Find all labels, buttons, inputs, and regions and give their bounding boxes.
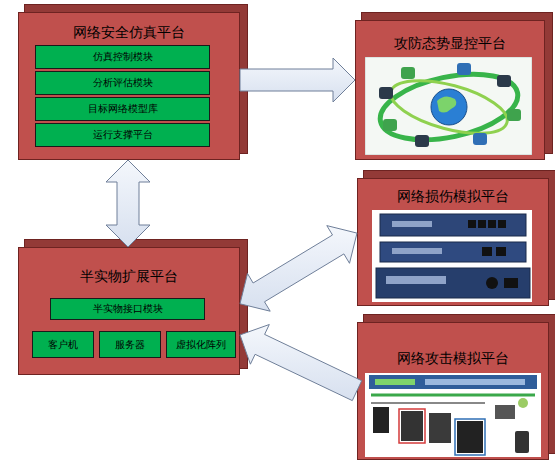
situation-display-illustration <box>365 57 532 155</box>
module-label: 目标网络模型库 <box>88 103 158 115</box>
module-label: 服务器 <box>115 339 145 351</box>
platform-box: 半实物扩展平台半实物接口模块客户机 服务器 虚拟化阵列 <box>18 247 240 375</box>
block-arrow <box>106 160 150 247</box>
platform-title: 攻防态势显控平台 <box>356 35 544 51</box>
module-label: 客户机 <box>48 339 78 351</box>
attack-network-illustration <box>365 373 541 457</box>
module-box: 虚拟化阵列 <box>166 331 236 358</box>
module-box: 半实物接口模块 <box>50 298 205 320</box>
module-box: 运行支撑平台 <box>35 123 210 147</box>
module-label: 运行支撑平台 <box>93 129 153 141</box>
platform-title: 半实物扩展平台 <box>19 268 239 284</box>
module-box: 客户机 <box>32 331 94 358</box>
module-box: 目标网络模型库 <box>35 97 210 121</box>
platform-title: 网络攻击模拟平台 <box>358 350 548 366</box>
damage-device-illustration <box>372 210 532 302</box>
module-label: 仿真控制模块 <box>93 51 153 63</box>
module-label: 虚拟化阵列 <box>176 339 226 351</box>
module-label: 半实物接口模块 <box>93 303 163 315</box>
platform-title: 网络安全仿真平台 <box>19 24 239 40</box>
module-label: 分析评估模块 <box>93 77 153 89</box>
platform-box: 网络安全仿真平台仿真控制模块分析评估模块目标网络模型库运行支撑平台 <box>18 12 240 160</box>
block-arrow <box>240 58 355 102</box>
module-box: 服务器 <box>99 331 161 358</box>
module-box: 仿真控制模块 <box>35 45 210 69</box>
block-arrow <box>240 226 357 312</box>
block-arrow <box>240 325 362 401</box>
platform-title: 网络损伤模拟平台 <box>358 188 548 204</box>
module-box: 分析评估模块 <box>35 71 210 95</box>
